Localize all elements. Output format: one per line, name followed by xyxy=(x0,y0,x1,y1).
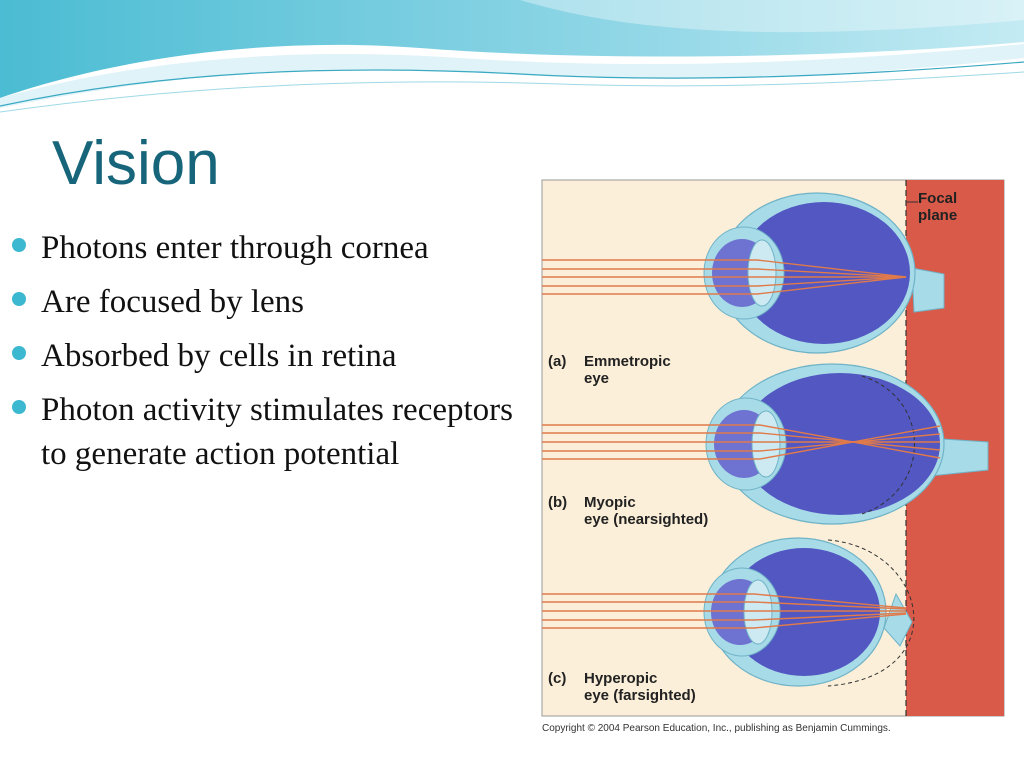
hyperopic-eye-icon xyxy=(703,537,915,687)
slide-title: Vision xyxy=(52,129,220,198)
eye-focus-diagram: Focal plane (a) Emmetropic eye (b) Myopi… xyxy=(532,176,1016,742)
bullet-text: Absorbed by cells in retina xyxy=(41,338,397,374)
bullet-text: Photons enter through cornea xyxy=(41,230,429,266)
emmetropic-eye-icon xyxy=(703,192,945,354)
bullet-item: Absorbed by cells in retina xyxy=(12,334,527,378)
bullet-dot-icon xyxy=(12,238,26,252)
focal-plane-label: Focal plane xyxy=(918,190,957,224)
header-waves xyxy=(0,0,1024,113)
panel-letter: (b) xyxy=(548,494,568,511)
bullet-dot-icon xyxy=(12,292,26,306)
bullet-text: Photon activity stimulates receptors to … xyxy=(41,392,513,472)
panel-letter: (a) xyxy=(548,353,567,370)
focal-plane-label-line: Focal plane xyxy=(918,190,958,224)
bullet-text: Are focused by lens xyxy=(41,284,305,320)
panel-caption: Myopic eye (nearsighted) xyxy=(584,494,709,528)
panel-caption: Emmetropic eye xyxy=(584,353,671,387)
bullet-item: Are focused by lens xyxy=(12,280,527,324)
bullet-item: Photon activity stimulates receptors to … xyxy=(12,388,527,476)
panel-caption: Hyperopic eye (farsighted) xyxy=(584,670,696,704)
bullet-item: Photons enter through cornea xyxy=(12,226,527,270)
bullet-dot-icon xyxy=(12,400,26,414)
bullet-list: Photons enter through cornea Are focused… xyxy=(12,226,527,486)
copyright-notice: Copyright © 2004 Pearson Education, Inc.… xyxy=(542,723,891,734)
bullet-dot-icon xyxy=(12,346,26,360)
eye-diagram-drawing xyxy=(541,179,1005,717)
panel-letter: (c) xyxy=(548,670,567,687)
